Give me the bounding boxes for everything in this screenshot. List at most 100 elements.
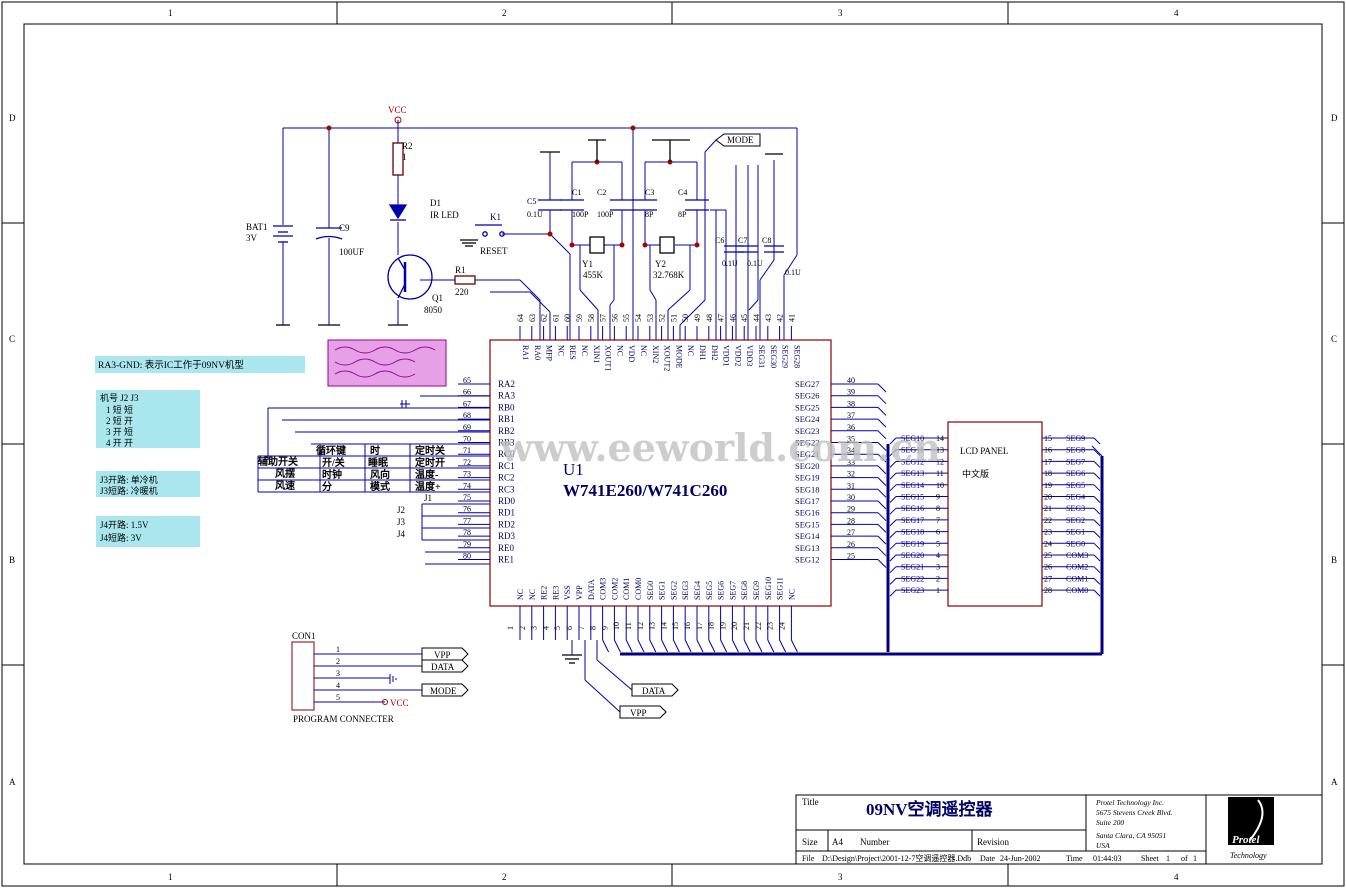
u1-pin-name: NC [639, 345, 648, 356]
u1-pin-number: 14 [659, 622, 668, 630]
bus-entry [877, 547, 887, 557]
bus-entry [889, 496, 897, 503]
u1-pin-number: 21 [742, 622, 751, 630]
bus-entry [1093, 554, 1101, 562]
u1-pin-name: RB1 [498, 414, 515, 424]
u1-pin-number: 10 [612, 622, 621, 630]
lcd-pin-name: SEG19 [901, 539, 924, 548]
q1-label: Q1 [432, 293, 443, 303]
u1-pin-name: SEG7 [728, 581, 737, 600]
bus-entry [889, 589, 897, 597]
u1-pin-name: COM1 [622, 578, 631, 600]
u1-pin-number: 45 [740, 314, 749, 322]
u1-pin-name: RD3 [498, 531, 516, 541]
u1-pin-name: RC1 [498, 461, 515, 471]
u1-pin-name: SEG11 [776, 577, 785, 600]
u1-pin-name: SEG0 [646, 581, 655, 600]
lcd-pin-name: SEG22 [901, 574, 924, 583]
lcd-pin-number: 16 [1044, 446, 1052, 455]
bus-entry [889, 542, 897, 550]
lcd-pin-number: 25 [1044, 551, 1052, 560]
lcd-pin-number: 14 [936, 434, 944, 443]
vcc-label: VCC [388, 105, 407, 115]
u1-pin-number: 5 [553, 626, 562, 630]
bus-entry [731, 639, 739, 653]
u1-pin-name: SEG30 [769, 345, 778, 368]
lcd-pin-number: 12 [936, 457, 944, 466]
c2-value: 100P [597, 210, 614, 219]
u1-pin-number: 43 [764, 314, 773, 322]
notes: RA3-GND: 表示IC工作于09NV机型 机号 J2 J3 1 短 短 2 … [95, 339, 447, 547]
u1-pin-name: SEG1 [658, 581, 667, 600]
bus-entry [877, 430, 887, 440]
u1-pin-number: 65 [463, 376, 471, 385]
u1-pin-name: XOUT2 [663, 345, 672, 371]
zone-top-3: 3 [838, 8, 843, 18]
bus-entry [877, 453, 887, 463]
lcd-pin-name: SEG4 [1066, 493, 1085, 502]
u1-pin-number: 6 [565, 626, 574, 630]
of-label: of [1181, 854, 1188, 863]
bus-entry [889, 472, 897, 480]
lcd-pin-number: 21 [1044, 504, 1052, 513]
protel-logo-text: Protel [1232, 834, 1260, 846]
u1-pin-name: RE0 [498, 543, 515, 553]
junction-dots [326, 125, 700, 248]
u1-pin-number: 30 [847, 493, 855, 502]
lcd-pin-name: SEG2 [1066, 516, 1085, 525]
c2-label: C2 [597, 188, 606, 197]
u1-pin-name: NC [556, 345, 565, 356]
bus-entry [877, 465, 887, 475]
u1-pin-number: 63 [528, 314, 537, 322]
zone-top-1: 1 [168, 8, 173, 18]
u1-pin-number: 55 [622, 314, 631, 322]
sheet-label: Sheet [1141, 854, 1160, 863]
key-label: 辅助开关 [258, 455, 298, 468]
c6-label: C6 [715, 236, 724, 245]
c1-value: 100P [572, 210, 589, 219]
u1-pin-number: 28 [847, 516, 855, 525]
u1-pin-number: 49 [693, 314, 702, 322]
u1-pin-name: SEG4 [693, 581, 702, 600]
lcd-pin-number: 18 [1044, 469, 1052, 478]
bus-entry [877, 512, 887, 522]
lcd-pin-number: 7 [936, 516, 940, 525]
u1-pin-number: 3 [530, 626, 539, 630]
lcd-pin-number: 8 [936, 504, 940, 513]
con1-label: CON1 [292, 631, 316, 641]
bus-entry [889, 578, 897, 585]
con1-pin: 1 [336, 645, 340, 654]
reset-label: RESET [480, 246, 508, 256]
jumper-table-row: 1 短 短 [106, 404, 133, 415]
bus-entry [1093, 566, 1101, 574]
u1-pin-name: SEG24 [795, 414, 820, 424]
u1-pin-name: RA0 [533, 345, 542, 360]
key-label: 风摆 [275, 467, 295, 480]
lcd-pin-name: SEG9 [1066, 434, 1085, 443]
u1-pin-name: COM0 [634, 578, 643, 600]
company-line: Santa Clara, CA 95051 [1096, 831, 1166, 840]
con1-pin: 2 [336, 657, 340, 666]
bus-entry [790, 639, 798, 653]
u1-chip-body [489, 339, 832, 607]
j3-short-note: J3短路: 冷暖机 [100, 485, 158, 496]
con1-pin: 3 [336, 669, 340, 678]
bus-entry [743, 639, 751, 653]
time-label: Time [1066, 854, 1083, 863]
jumper-table-row: 2 短 开 [106, 415, 133, 426]
bus-entry [720, 639, 728, 653]
u1-pin-name: RD2 [498, 519, 515, 529]
bus-entry [649, 639, 657, 653]
c7-label: C7 [738, 236, 747, 245]
key-label: 模式 [370, 480, 390, 493]
lcd-pin-number: 27 [1044, 574, 1052, 583]
file-label: File [802, 854, 815, 863]
u1-pin-number: 7 [577, 626, 586, 630]
u1-pin-name: VDD [627, 345, 636, 363]
c6-value: 0.1U [722, 259, 738, 268]
u1-pin-name: SEG23 [795, 426, 820, 436]
u1-pin-number: 2 [518, 626, 527, 630]
bus-entry [877, 442, 887, 451]
